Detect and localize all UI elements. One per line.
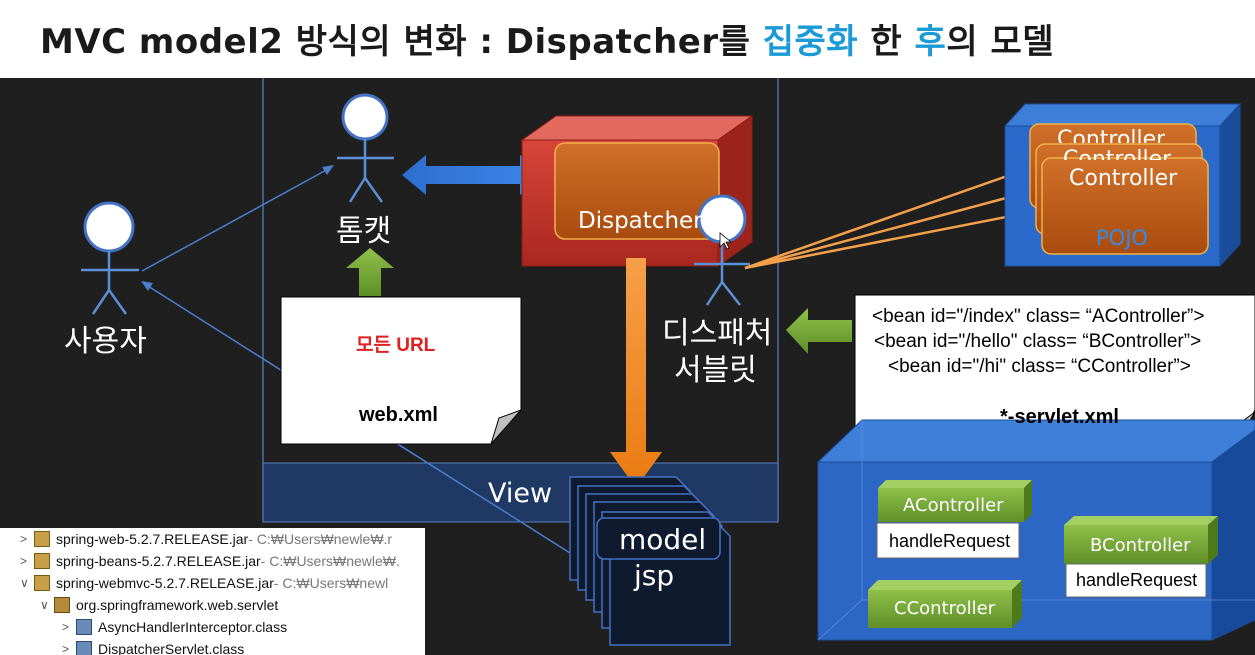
tree-item-spring-beans[interactable]: > spring-beans-5.2.7.RELEASE.jar - C:₩Us…	[20, 550, 400, 572]
jar-icon	[34, 575, 50, 591]
a-controller-label: AController	[903, 495, 1004, 516]
expand-arrow-icon[interactable]: >	[20, 554, 28, 568]
jar-icon	[34, 531, 50, 547]
tree-item-label: AsyncHandlerInterceptor.class	[98, 619, 288, 635]
tree-item-label: spring-beans-5.2.7.RELEASE.jar	[56, 553, 261, 569]
title-highlight2: 후	[914, 22, 947, 62]
dispatcher-servlet-label-2: 서블릿	[674, 353, 757, 388]
servletxml-to-dispatcher-arrow	[786, 308, 852, 354]
a-controller-box	[878, 480, 1032, 522]
dispatcher-servlet-label-1: 디스패처	[662, 316, 773, 351]
title-part3: 의 모델	[946, 22, 1055, 62]
controller-label-2: Controller	[1063, 147, 1172, 160]
c-controller-box	[868, 580, 1022, 628]
pojo-label: POJO	[1096, 226, 1148, 250]
package-explorer-panel: > spring-web-5.2.7.RELEASE.jar - C:₩User…	[0, 528, 425, 655]
view-label: View	[488, 478, 553, 509]
web-xml-filename: web.xml	[359, 404, 438, 426]
user-label: 사용자	[64, 324, 147, 359]
expand-arrow-icon[interactable]: >	[62, 642, 70, 655]
tomcat-actor-icon	[337, 93, 394, 203]
title-part2: 한	[858, 22, 915, 62]
b-handle-request-label: handleRequest	[1076, 570, 1198, 590]
jar-icon	[34, 553, 50, 569]
collapse-arrow-icon[interactable]: ∨	[40, 598, 49, 612]
tree-item-spring-webmvc[interactable]: ∨ spring-webmvc-5.2.7.RELEASE.jar - C:₩U…	[20, 572, 388, 594]
b-handle-request-box	[1065, 563, 1207, 598]
web-xml-note-shape	[280, 296, 522, 445]
dispatcher-to-controller-arrows	[744, 162, 1052, 270]
tree-item-path: - C:₩Users₩newl	[273, 575, 389, 591]
controller-label-1: Controller	[1057, 127, 1166, 143]
dispatcher-box-label: Dispatcher	[578, 208, 703, 234]
expand-arrow-icon[interactable]: >	[62, 620, 70, 634]
class-file-icon	[76, 641, 92, 655]
tree-item-dispatcher-servlet[interactable]: > DispatcherServlet.class	[62, 638, 244, 655]
slide-title: MVC model2 방식의 변화 : Dispatcher를 집중화 한 후의…	[40, 14, 1054, 63]
tree-item-label: org.springframework.web.servlet	[76, 597, 279, 613]
title-bar: MVC model2 방식의 변화 : Dispatcher를 집중화 한 후의…	[0, 0, 1255, 78]
b-controller-label: BController	[1090, 535, 1191, 556]
b-controller-box	[1064, 516, 1218, 564]
webxml-to-tomcat-arrow	[346, 248, 394, 296]
servlet-xml-line-3: <bean id="/hi" class= “CController”>	[888, 356, 1191, 377]
tree-item-path: - C:₩Users₩newle₩.r	[248, 531, 393, 547]
tree-item-spring-web[interactable]: > spring-web-5.2.7.RELEASE.jar - C:₩User…	[20, 528, 392, 550]
tree-item-label: spring-web-5.2.7.RELEASE.jar	[56, 531, 249, 547]
a-handle-request-label: handleRequest	[889, 531, 1011, 551]
servlet-xml-line-2: <bean id="/hello" class= “BController”>	[874, 331, 1202, 352]
tomcat-dispatcher-double-arrow	[402, 155, 544, 195]
web-xml-highlight: 모든 URL	[356, 335, 436, 356]
tree-item-async-handler[interactable]: > AsyncHandlerInterceptor.class	[62, 616, 287, 638]
jsp-label: jsp	[634, 559, 675, 592]
package-icon	[54, 597, 70, 613]
tree-item-label: spring-webmvc-5.2.7.RELEASE.jar	[56, 575, 274, 591]
servlet-xml-line-1: <bean id="/index" class= “AController”>	[872, 306, 1205, 327]
c-controller-label: CController	[894, 598, 996, 619]
title-part1: MVC model2 방식의 변화 : Dispatcher를	[40, 22, 763, 62]
dispatcher-box	[520, 115, 754, 267]
tree-item-label: DispatcherServlet.class	[98, 641, 245, 655]
controller-label-3: Controller	[1069, 166, 1178, 191]
title-highlight1: 집중화	[762, 22, 859, 62]
tomcat-label: 톰캣	[336, 214, 392, 249]
user-actor-icon	[81, 201, 139, 315]
model-label: model	[619, 523, 707, 556]
tree-item-path: - C:₩Users₩newle₩.	[260, 553, 400, 569]
controller-stack-box	[1003, 102, 1242, 268]
model-jsp-stack	[569, 476, 731, 646]
user-to-tomcat-arrow	[141, 165, 334, 272]
a-handle-request-box	[876, 522, 1020, 559]
class-file-icon	[76, 619, 92, 635]
collapse-arrow-icon[interactable]: ∨	[20, 576, 29, 590]
mouse-cursor-icon	[719, 232, 733, 250]
tree-item-web-servlet-package[interactable]: ∨ org.springframework.web.servlet	[40, 594, 278, 616]
expand-arrow-icon[interactable]: >	[20, 532, 28, 546]
servlet-xml-filename: *-servlet.xml	[1000, 406, 1119, 428]
